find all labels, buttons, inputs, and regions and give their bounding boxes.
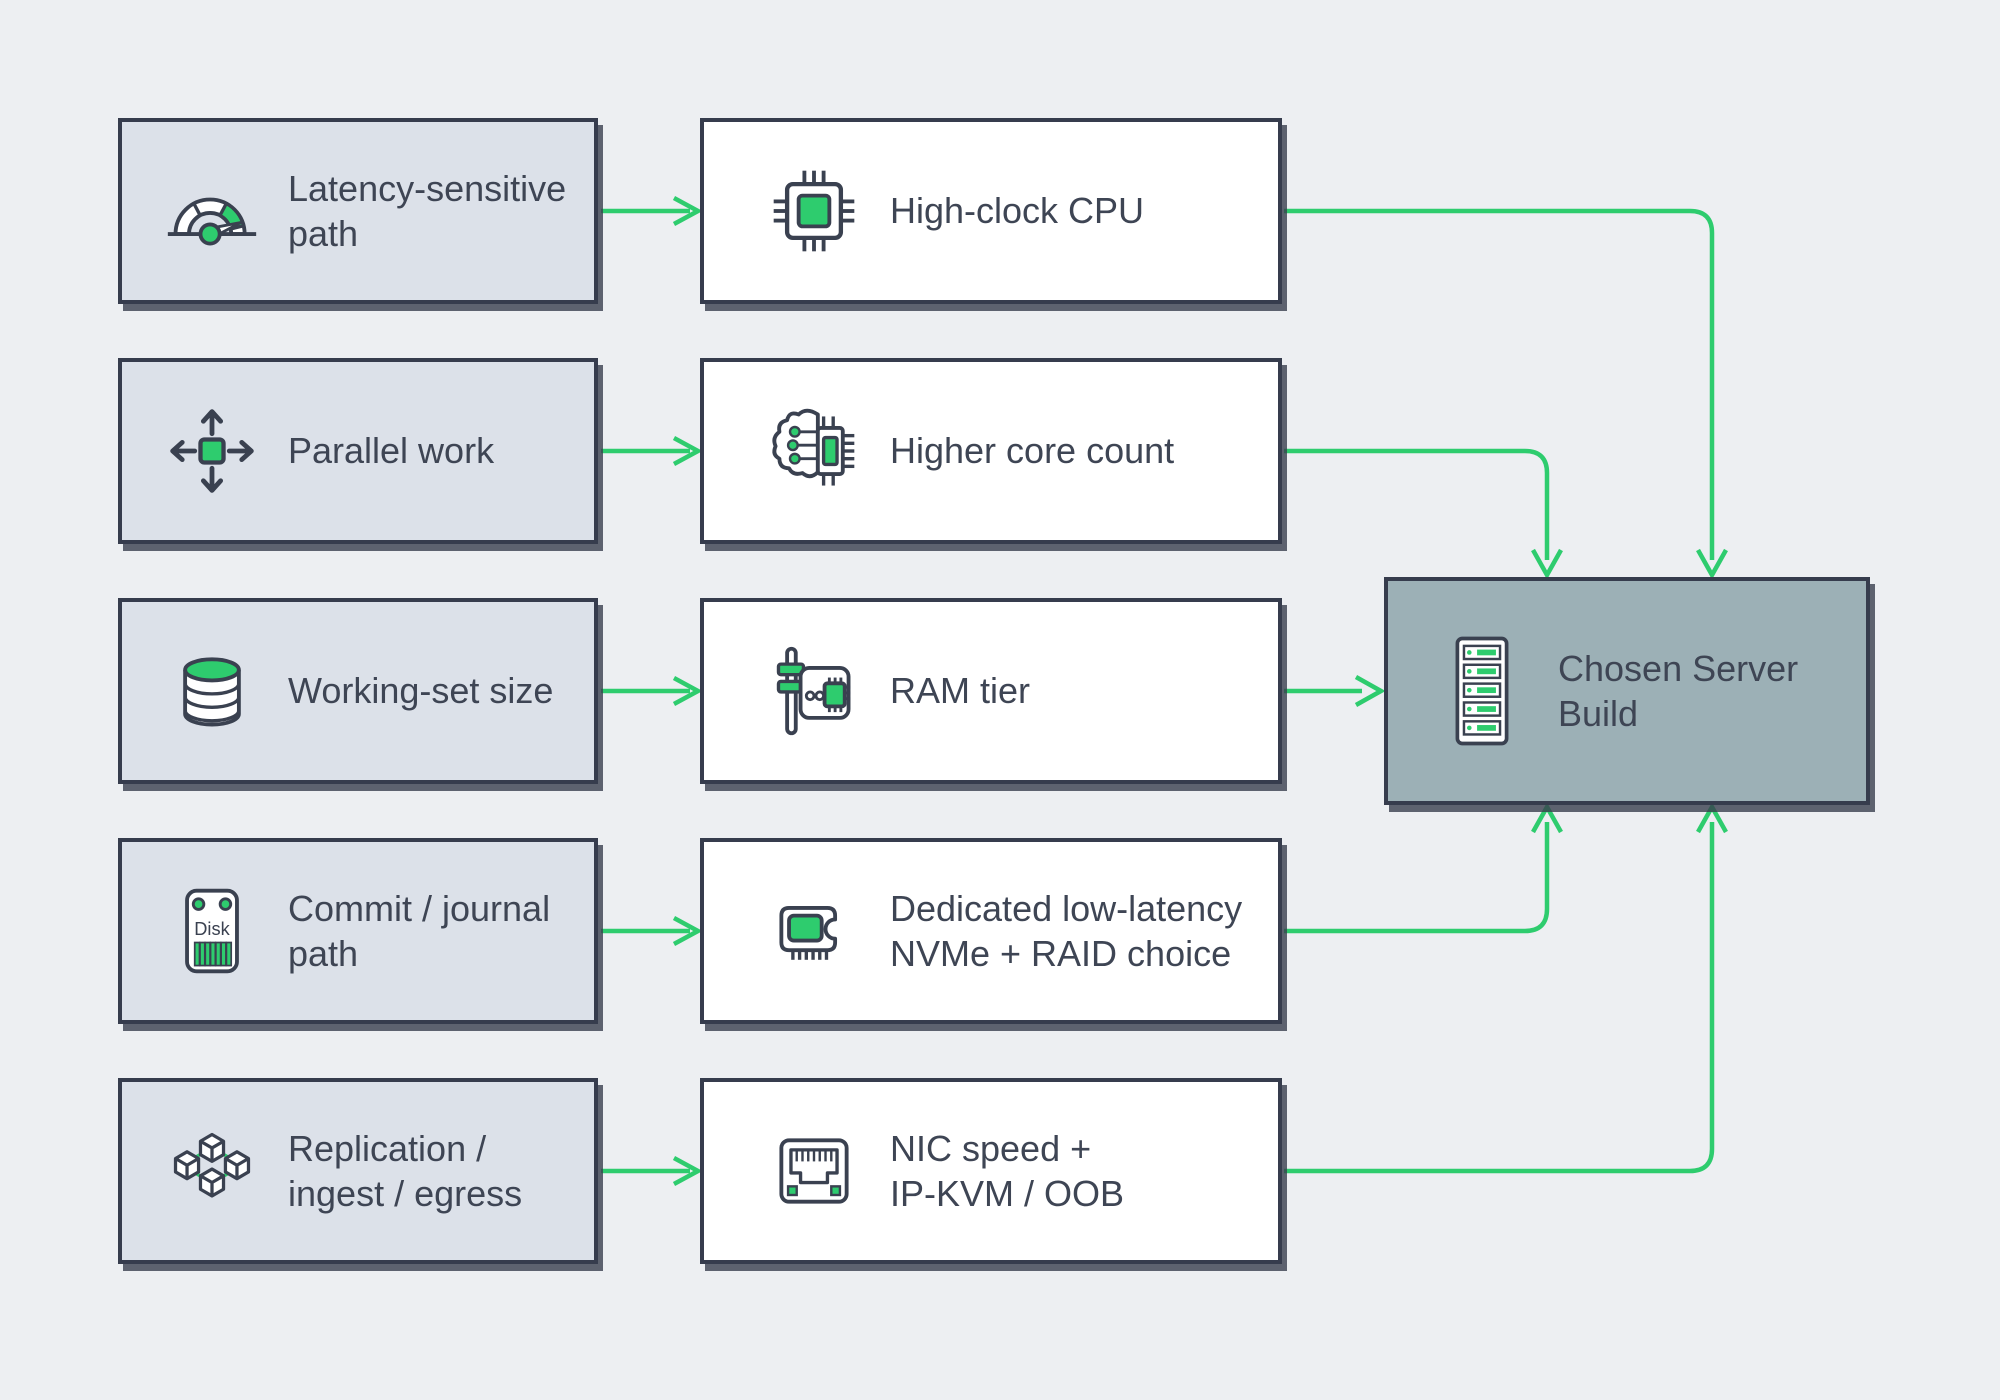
result-node-chosen-build: Chosen Server Build bbox=[1384, 577, 1870, 805]
disk-icon: Disk bbox=[160, 883, 264, 979]
arrow-commit-to-nvme bbox=[601, 916, 703, 946]
component-node-cores: Higher core count bbox=[700, 358, 1282, 544]
need-node-latency: Latency-sensitive path bbox=[118, 118, 598, 304]
component-node-ram: RAM tier bbox=[700, 598, 1282, 784]
arrow-nvme-to-build bbox=[1284, 802, 1563, 934]
arrow-cpu-to-build bbox=[1284, 208, 1728, 580]
component-node-nvme: Dedicated low-latency NVMe + RAID choice bbox=[700, 838, 1282, 1024]
need-node-replication: Replication / ingest / egress bbox=[118, 1078, 598, 1264]
result-label: Chosen Server Build bbox=[1558, 647, 1799, 734]
arrow-nic-to-build bbox=[1284, 802, 1728, 1174]
arrow-ram-to-build bbox=[1284, 675, 1386, 707]
need-label: Latency-sensitive path bbox=[288, 167, 567, 254]
arrow-workingset-to-ram bbox=[601, 676, 703, 706]
need-node-commit: Disk Commit / journal path bbox=[118, 838, 598, 1024]
need-label: Parallel work bbox=[288, 430, 495, 472]
arrow-latency-to-cpu bbox=[601, 196, 703, 226]
ethernet-port-icon bbox=[762, 1123, 866, 1219]
component-label: Higher core count bbox=[890, 430, 1175, 472]
database-icon bbox=[160, 643, 264, 739]
arrow-parallel-to-cores bbox=[601, 436, 703, 466]
component-node-nic: NIC speed + IP-KVM / OOB bbox=[700, 1078, 1282, 1264]
need-label: Replication / ingest / egress bbox=[288, 1127, 523, 1214]
need-node-workingset: Working-set size bbox=[118, 598, 598, 784]
arrow-replication-to-nic bbox=[601, 1156, 703, 1186]
disk-icon-label: Disk bbox=[194, 918, 230, 939]
need-label: Commit / journal path bbox=[288, 887, 551, 974]
arrow-cores-to-build bbox=[1284, 448, 1563, 580]
component-label: NIC speed + IP-KVM / OOB bbox=[890, 1127, 1125, 1214]
gauge-icon bbox=[160, 163, 264, 259]
need-label: Working-set size bbox=[288, 670, 554, 712]
component-label: Dedicated low-latency NVMe + RAID choice bbox=[890, 887, 1243, 974]
brain-chip-icon bbox=[762, 403, 866, 499]
component-label: RAM tier bbox=[890, 670, 1031, 712]
server-rack-icon bbox=[1430, 632, 1534, 750]
nvme-drive-icon bbox=[762, 883, 866, 979]
ram-module-icon bbox=[762, 643, 866, 739]
component-label: High-clock CPU bbox=[890, 190, 1145, 232]
need-to-component-arrows bbox=[601, 196, 703, 1186]
cpu-chip-icon bbox=[762, 163, 866, 259]
move-arrows-icon bbox=[160, 403, 264, 499]
component-node-cpu: High-clock CPU bbox=[700, 118, 1282, 304]
need-node-parallel: Parallel work bbox=[118, 358, 598, 544]
cubes-cluster-icon bbox=[160, 1123, 264, 1219]
